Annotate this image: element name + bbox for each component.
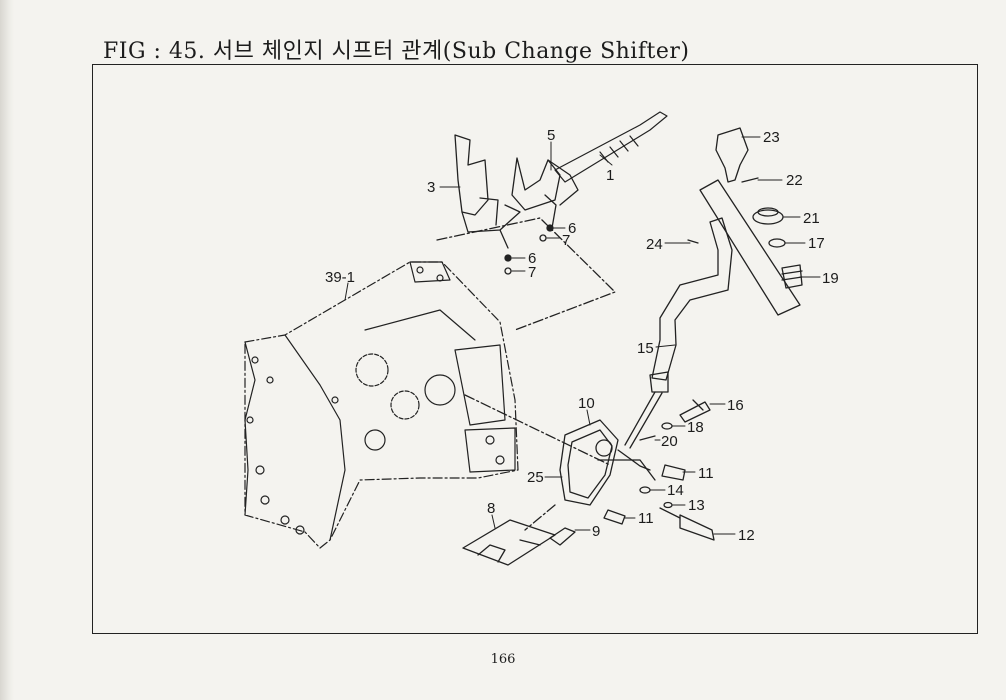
callout-24: 24	[646, 236, 663, 253]
leader-lines	[344, 136, 821, 535]
cover-plate	[462, 519, 556, 566]
callout-12: 12	[738, 527, 755, 544]
callout-8: 8	[487, 500, 495, 517]
callout-19: 19	[822, 270, 839, 287]
diagram-frame	[92, 64, 978, 634]
callout-3: 3	[427, 179, 435, 196]
callout-13: 13	[688, 497, 705, 514]
page-binding-edge	[0, 0, 14, 700]
callout-39-1: 39-1	[325, 269, 355, 286]
callout-5: 5	[547, 127, 555, 144]
bolt-11-upper	[661, 464, 686, 481]
callout-14: 14	[667, 482, 684, 499]
callout-6-lower: 6	[528, 250, 536, 267]
callout-1: 1	[606, 167, 614, 184]
shift-knob	[715, 127, 759, 183]
shift-fork-right	[511, 157, 579, 211]
callout-6-upper: 6	[568, 220, 576, 237]
bolt-11-lower	[603, 509, 626, 525]
washer-13	[663, 501, 673, 509]
washer-18	[661, 422, 673, 430]
callout-labels: 1 3 5 6 7 6 7 39-1 23 22 21 17 19 24 15 …	[325, 127, 839, 544]
callout-7-upper: 7	[562, 232, 570, 249]
bolt-16	[679, 399, 711, 423]
bolt-9	[549, 527, 576, 546]
assembly-guide-lines	[436, 217, 616, 531]
callout-20: 20	[661, 433, 678, 450]
transmission-case	[244, 261, 519, 549]
callout-25: 25	[527, 469, 544, 486]
callout-11-lower: 11	[638, 510, 654, 527]
callout-9: 9	[592, 523, 600, 540]
washer-14	[639, 486, 651, 494]
shift-rod	[554, 111, 668, 183]
long-bolt-12	[659, 507, 715, 541]
callout-17: 17	[808, 235, 825, 252]
callout-10: 10	[578, 395, 595, 412]
shift-fork-left	[454, 134, 521, 233]
shifter-bracket	[559, 419, 656, 506]
sub-shift-lever	[624, 217, 733, 449]
figure-title: FIG : 45. 서브 체인지 시프터 관계(Sub Change Shift…	[103, 39, 690, 64]
callout-23: 23	[763, 129, 780, 146]
callout-18: 18	[687, 419, 704, 436]
callout-15: 15	[637, 340, 654, 357]
pin-20	[639, 435, 656, 441]
callout-21: 21	[803, 210, 820, 227]
callout-16: 16	[727, 397, 744, 414]
page-number: 166	[490, 652, 516, 667]
callout-7-lower: 7	[528, 264, 536, 281]
shift-boot-parts	[752, 207, 803, 289]
lever-sleeve-outline	[699, 179, 801, 316]
callout-11-upper: 11	[698, 465, 714, 482]
callout-22: 22	[786, 172, 803, 189]
